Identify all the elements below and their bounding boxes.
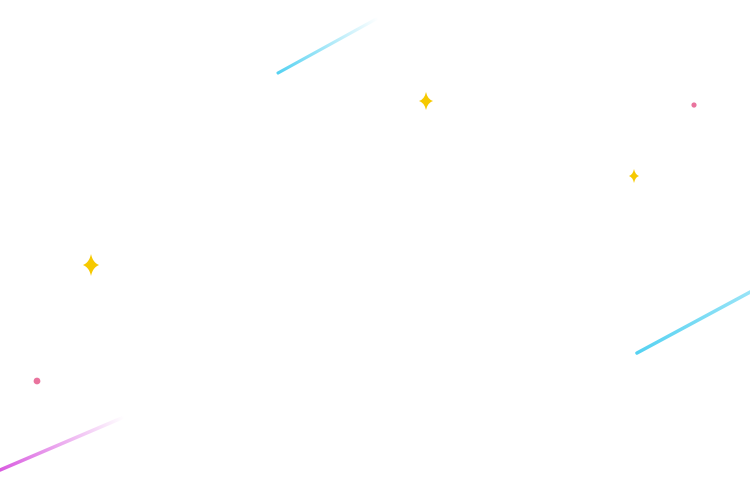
sparkle-left: [83, 254, 99, 276]
sparkle-top-center: [419, 92, 433, 110]
dot-top-right: [691, 102, 697, 108]
shooting-star-bottom-left: [0, 415, 126, 472]
shooting-star-right: [635, 290, 750, 355]
dot-left: [33, 377, 41, 385]
sparkle-right: [629, 169, 639, 183]
shooting-star-top: [276, 16, 380, 75]
